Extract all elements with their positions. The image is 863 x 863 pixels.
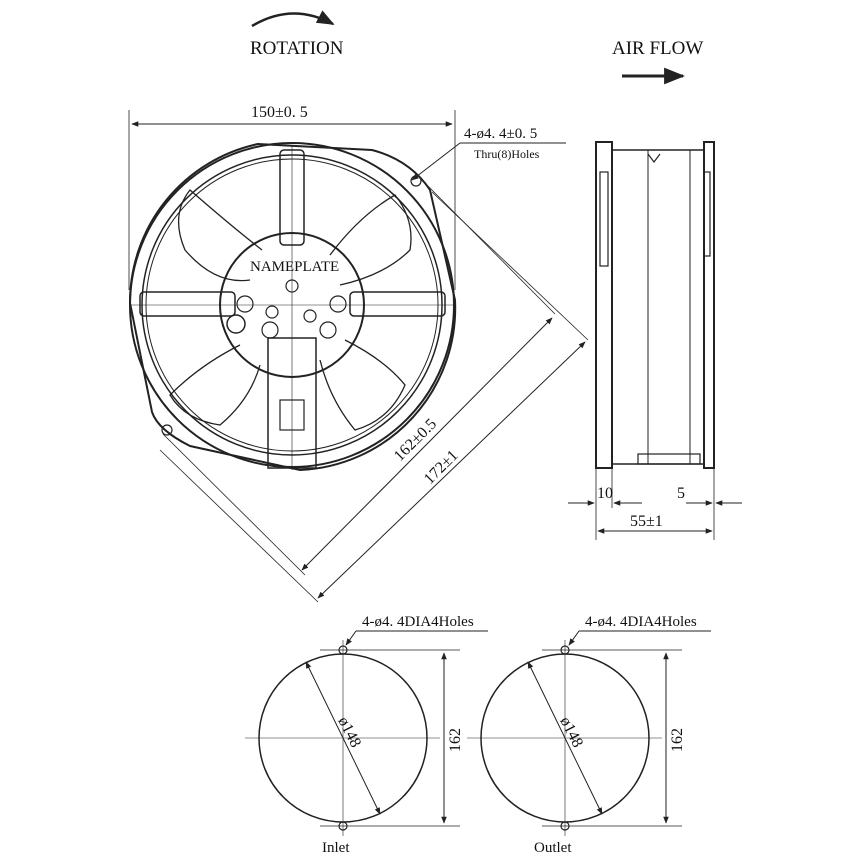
- hole-spec: 4-ø4. 4±0. 5: [464, 126, 537, 142]
- outlet-diameter: ø148: [556, 714, 586, 750]
- front-view: 150±0. 5 4-ø4. 4±0. 5 Thru(8)Holes NAMEP…: [128, 104, 589, 603]
- strut-left: [139, 291, 236, 317]
- outlet-diameter-dim-line: [527, 661, 603, 815]
- rotation-indicator: ROTATION: [250, 10, 344, 59]
- fan-frame: [128, 142, 457, 472]
- rotation-arrow-icon: [251, 10, 335, 28]
- inlet-caption: Inlet: [322, 840, 350, 856]
- rotation-label: ROTATION: [250, 38, 344, 59]
- outlet-cutout: 4-ø4. 4DIA4Holes 162 ø148 Outlet: [467, 614, 711, 856]
- ground-symbol-icon: [226, 314, 246, 334]
- airflow-label: AIR FLOW: [612, 38, 703, 59]
- fan-blade: [329, 194, 412, 286]
- side-right-dimension: 5: [677, 485, 685, 502]
- side-left-dimension: 10: [597, 485, 613, 502]
- outlet-caption: Outlet: [534, 840, 572, 856]
- hub-hole: [319, 321, 337, 339]
- inner-diagonal-dimension: 162±0.5: [391, 415, 440, 464]
- strut-right: [349, 291, 446, 317]
- inlet-height: 162: [447, 728, 464, 752]
- outlet-height: 162: [669, 728, 686, 752]
- inlet-diameter: ø148: [334, 714, 364, 750]
- mounting-hole: [410, 175, 422, 187]
- mounting-hole: [161, 424, 173, 436]
- inlet-hole-spec: 4-ø4. 4DIA4Holes: [362, 614, 474, 630]
- fan-blade: [177, 189, 263, 282]
- outer-diagonal-dim-line: [317, 341, 586, 599]
- inlet-cutout: 4-ø4. 4DIA4Holes 162 ø148 Inlet: [245, 614, 488, 856]
- inner-diagonal-dim-line: [301, 317, 553, 571]
- screw-icon: [303, 309, 317, 323]
- hole-note: Thru(8)Holes: [474, 147, 540, 161]
- fan-blade: [169, 344, 261, 426]
- depth-dimension: 55±1: [630, 513, 663, 530]
- nameplate-label: NAMEPLATE: [250, 259, 339, 275]
- inlet-diameter-dim-line: [305, 661, 381, 815]
- side-view: 10 5 55±1: [568, 141, 742, 540]
- airflow-indicator: AIR FLOW: [612, 38, 703, 85]
- width-dimension: 150±0. 5: [251, 104, 308, 121]
- hub-hole: [236, 295, 254, 313]
- screw-icon: [285, 279, 299, 293]
- screw-icon: [265, 305, 279, 319]
- side-frame-left: [595, 141, 613, 469]
- outlet-hole-spec: 4-ø4. 4DIA4Holes: [585, 614, 697, 630]
- hub-hole: [329, 295, 347, 313]
- outer-diagonal-dimension: 172±1: [421, 447, 462, 488]
- side-frame-right: [703, 141, 715, 469]
- hub-hole: [261, 321, 279, 339]
